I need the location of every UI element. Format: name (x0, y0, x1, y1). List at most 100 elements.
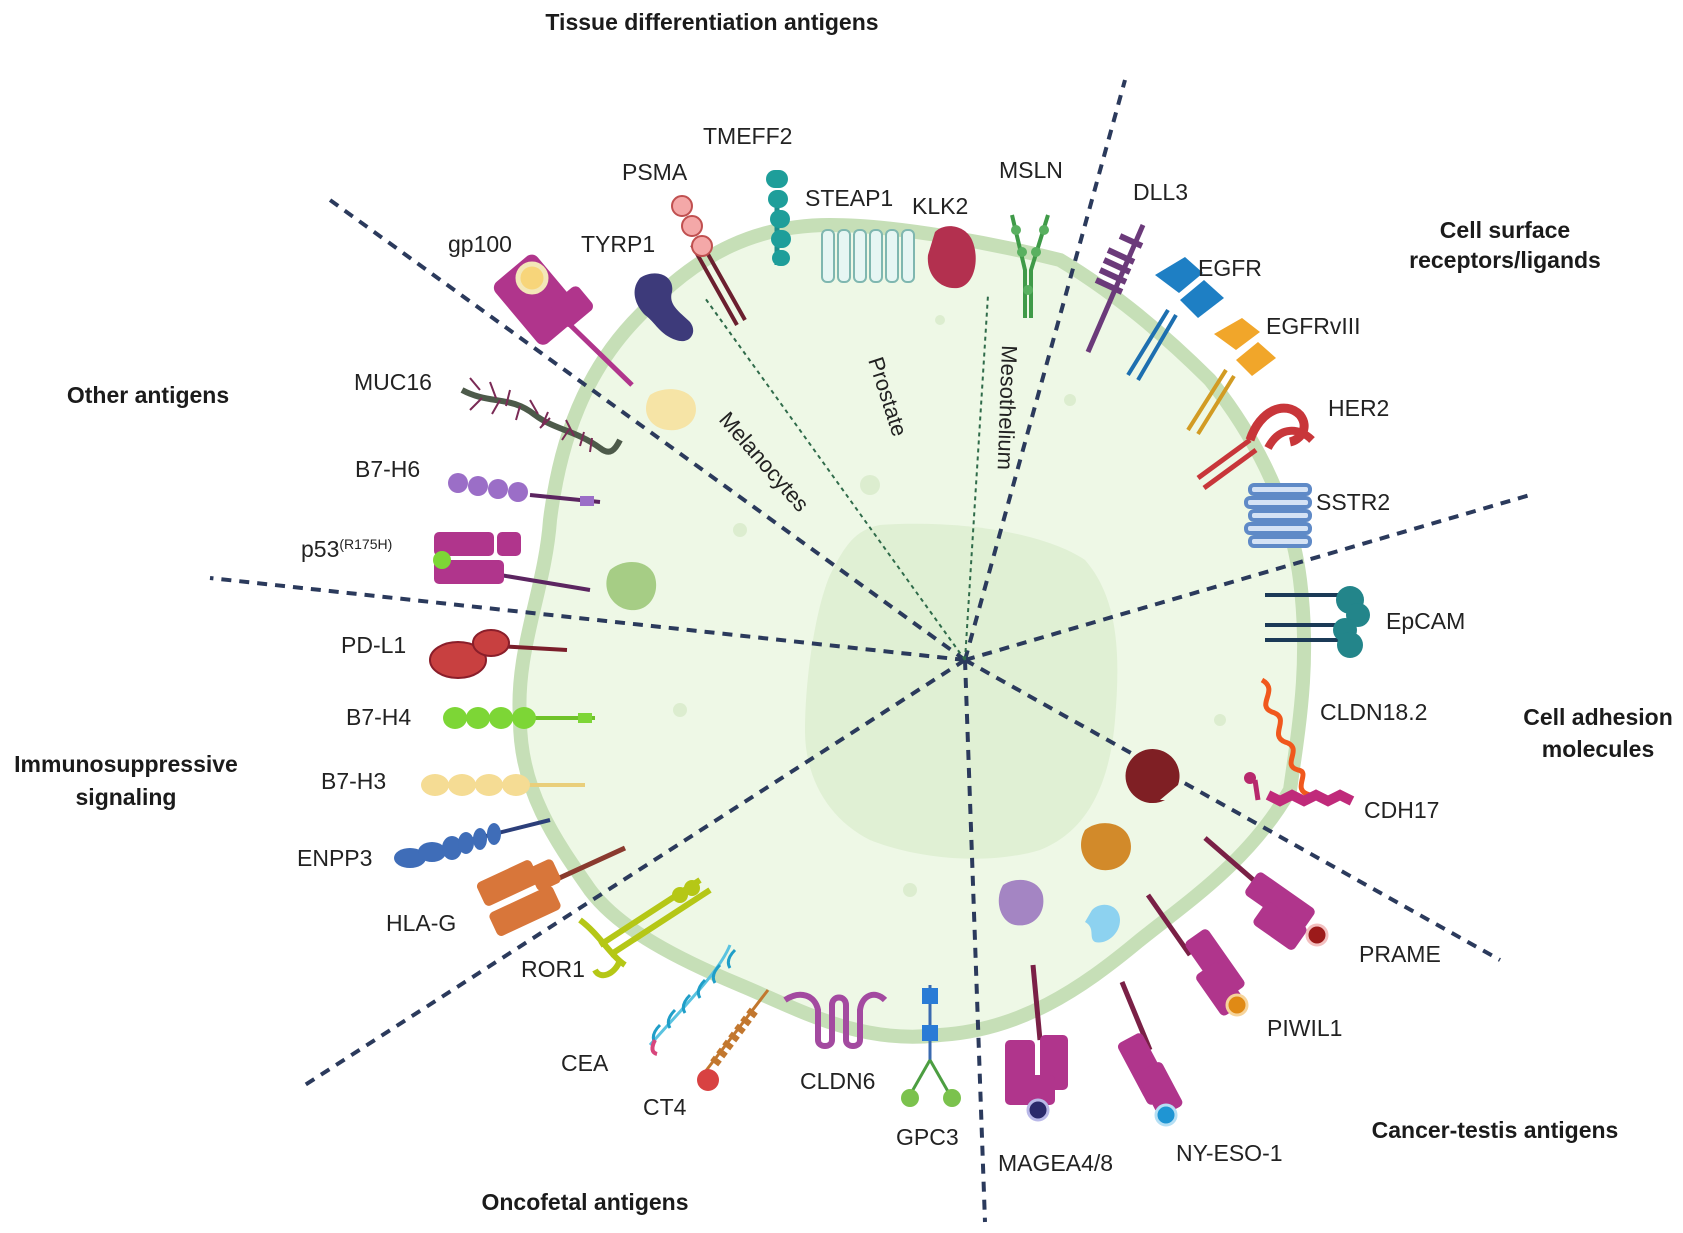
hlag-icon (476, 845, 627, 936)
label-tyrp1: TYRP1 (581, 231, 655, 257)
egfrviii-icon (1186, 318, 1276, 436)
p53-icon (433, 532, 591, 592)
label-dll3: DLL3 (1133, 179, 1188, 205)
vesicle (1214, 714, 1226, 726)
label-b7h6: B7-H6 (355, 456, 420, 482)
label-enpp3: ENPP3 (297, 845, 372, 871)
label-cldn6: CLDN6 (800, 1068, 875, 1094)
tyrp1-icon (634, 273, 694, 342)
category-cell-adhesion-line1: Cell adhesion (1523, 704, 1673, 730)
category-cancer-testis: Cancer-testis antigens (1372, 1117, 1619, 1143)
label-steap1: STEAP1 (805, 185, 893, 211)
divider-line (328, 198, 967, 662)
intracellular-protein-icon (1125, 749, 1180, 804)
divider-line (963, 659, 987, 1223)
muc16-icon (460, 377, 623, 455)
divider-line (209, 576, 966, 662)
label-tmeff2: TMEFF2 (703, 123, 792, 149)
enpp3-icon (394, 818, 551, 868)
gpc3-icon (901, 985, 961, 1107)
cea-icon (648, 944, 737, 1056)
label-sstr2: SSTR2 (1316, 489, 1390, 515)
divider-line (964, 493, 1531, 662)
piwil1-icon (1145, 893, 1249, 1017)
nyeso1-icon (1117, 981, 1183, 1127)
her2-icon (1196, 403, 1315, 491)
label-egfr: EGFR (1198, 255, 1262, 281)
label-p53-main: p53 (301, 536, 339, 562)
vesicle (903, 883, 917, 897)
pdl1-icon (429, 629, 568, 679)
label-ct4: CT4 (643, 1094, 687, 1120)
label-prame: PRAME (1359, 941, 1441, 967)
klk2-icon (927, 226, 976, 289)
intracellular-protein-icon (998, 879, 1044, 926)
tmeff2-icon (766, 170, 791, 266)
ror1-icon (578, 877, 712, 979)
label-cdh17: CDH17 (1364, 797, 1439, 823)
label-nyeso1: NY-ESO-1 (1176, 1140, 1283, 1166)
msln-icon (1010, 214, 1050, 318)
category-cell-surface-line2: receptors/ligands (1409, 247, 1601, 273)
b7h3-icon (421, 774, 585, 796)
gp100-icon (493, 254, 634, 387)
tissue-dividers (704, 294, 989, 661)
label-pdl1: PD-L1 (341, 632, 406, 658)
label-psma: PSMA (622, 159, 688, 185)
label-egfrviii: EGFRvIII (1266, 313, 1361, 339)
category-immunosuppressive-line1: Immunosuppressive (14, 751, 238, 777)
label-cea: CEA (561, 1050, 609, 1076)
tissue-mesothelium: Mesothelium (993, 345, 1022, 471)
category-oncofetal: Oncofetal antigens (481, 1189, 688, 1215)
category-tissue-differentiation: Tissue differentiation antigens (545, 9, 878, 35)
intracellular-protein-icon (646, 389, 696, 431)
cdh17-icon (1244, 772, 1355, 807)
intracellular-protein-icon (606, 561, 657, 611)
prame-icon (1203, 836, 1329, 950)
category-dividers (209, 79, 1531, 1223)
vesicle (935, 315, 945, 325)
vesicle (860, 475, 880, 495)
b7h4-icon (443, 707, 595, 729)
label-msln: MSLN (999, 157, 1063, 183)
label-gpc3: GPC3 (896, 1124, 959, 1150)
category-cell-surface-line1: Cell surface (1440, 217, 1570, 243)
label-piwil1: PIWIL1 (1267, 1015, 1342, 1041)
intracellular-protein-icon (1081, 823, 1131, 871)
category-immunosuppressive-line2: signaling (76, 784, 177, 810)
egfr-icon (1126, 257, 1224, 382)
tissue-divider-line (704, 297, 966, 661)
label-epcam: EpCAM (1386, 608, 1465, 634)
steap1-icon (821, 229, 915, 283)
cell (512, 217, 1312, 1044)
label-ror1: ROR1 (521, 956, 585, 982)
cldn18-icon (1260, 677, 1311, 798)
label-p53-superscript: (R175H) (339, 536, 392, 552)
dll3-icon (1085, 224, 1146, 353)
intracellular-protein-icon (1085, 904, 1120, 943)
label-her2: HER2 (1328, 395, 1389, 421)
b7h6-icon (448, 473, 601, 506)
label-magea: MAGEA4/8 (998, 1150, 1113, 1176)
psma-icon (671, 195, 747, 326)
sstr2-icon (1244, 483, 1312, 548)
label-b7h3: B7-H3 (321, 768, 386, 794)
vesicle (733, 523, 747, 537)
cell-nucleus (805, 523, 1118, 859)
vesicle (1064, 394, 1076, 406)
label-hlag: HLA-G (386, 910, 456, 936)
divider-line (964, 658, 1501, 962)
label-klk2: KLK2 (912, 193, 968, 219)
label-cldn18: CLDN18.2 (1320, 699, 1427, 725)
label-muc16: MUC16 (354, 369, 432, 395)
magea-icon (1005, 964, 1068, 1122)
divider-line (303, 658, 967, 1087)
label-p53: p53(R175H) (301, 536, 392, 562)
tissue-divider-line (964, 294, 989, 661)
epcam-icon (1265, 586, 1370, 658)
category-other-antigens: Other antigens (67, 382, 229, 408)
vesicle (673, 703, 687, 717)
label-gp100: gp100 (448, 231, 512, 257)
ct4-icon (697, 989, 770, 1091)
